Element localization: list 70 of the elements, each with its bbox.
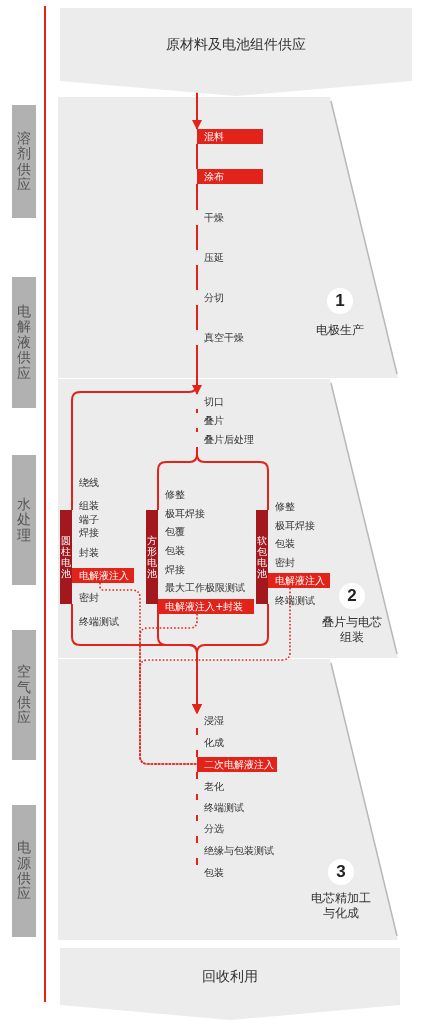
process-step: 密封 — [72, 590, 102, 605]
supply-bar: 溶剂供应 — [12, 105, 36, 218]
flow-line — [196, 446, 269, 511]
process-step: 终端测试 — [72, 614, 122, 629]
flow-line — [196, 749, 198, 758]
cell-type-bar: 圆柱电池 — [60, 510, 72, 604]
process-step: 浸湿 — [197, 713, 227, 728]
process-step: 极耳焊接 — [268, 518, 318, 533]
dotted-connector — [139, 613, 198, 765]
process-step: 修整 — [268, 499, 298, 514]
flow-line — [196, 304, 198, 331]
process-step: 老化 — [197, 779, 227, 794]
cell-type-bar: 软包电池 — [256, 510, 268, 604]
process-step: 组装 — [72, 498, 102, 513]
flow-line — [196, 224, 198, 251]
supply-bar: 电解液供应 — [12, 277, 36, 408]
process-step: 干燥 — [197, 210, 227, 225]
flow-line — [196, 408, 198, 414]
flow-arrow — [192, 91, 202, 130]
process-step: 焊接 — [158, 562, 188, 577]
highlighted-step: 电解液注入 — [268, 573, 330, 588]
process-step: 真空干燥 — [197, 330, 247, 345]
highlighted-step: 混料 — [197, 129, 263, 144]
highlighted-step: 涂布 — [197, 169, 263, 184]
process-step: 包装 — [158, 543, 188, 558]
flow-line — [196, 264, 198, 291]
flow-line — [196, 143, 198, 170]
stage-title: 叠片与电芯组装 — [321, 615, 383, 645]
process-step: 绕线 — [72, 475, 102, 490]
process-step: 端子焊接 — [72, 513, 106, 541]
flow-line — [196, 427, 198, 433]
flow-line — [196, 771, 198, 780]
process-step: 分切 — [197, 290, 227, 305]
highlighted-step: 电解液注入 — [72, 568, 134, 583]
flow-line — [196, 727, 198, 736]
process-step: 分选 — [197, 821, 227, 836]
process-step: 封装 — [72, 545, 102, 560]
supply-bar: 水处理 — [12, 455, 36, 585]
band-title: 回收利用 — [201, 967, 259, 986]
process-step: 化成 — [197, 735, 227, 750]
supply-bar: 空气供应 — [12, 630, 36, 760]
process-step: 包装 — [268, 536, 298, 551]
process-step: 修整 — [158, 487, 188, 502]
highlighted-step: 二次电解液注入 — [197, 757, 277, 772]
process-step: 密封 — [268, 555, 298, 570]
supply-bar: 电源供应 — [12, 805, 36, 937]
process-step: 包覆 — [158, 524, 188, 539]
flow-line — [196, 814, 198, 822]
flow-line — [196, 835, 198, 844]
dotted-connector — [139, 587, 291, 765]
band-title: 原材料及电池组件供应 — [165, 35, 307, 54]
process-step: 终端测试 — [268, 593, 318, 608]
dotted-connector — [99, 582, 198, 765]
process-step: 终端测试 — [197, 800, 247, 815]
flow-arrow — [192, 603, 269, 714]
cell-type-bar: 方形电池 — [146, 510, 158, 604]
process-step: 极耳焊接 — [158, 506, 208, 521]
stage-title: 电极生产 — [315, 323, 365, 338]
flow-line — [196, 793, 198, 801]
process-step: 最大工作极限测试 — [158, 580, 248, 595]
stage-title: 电芯精加工与化成 — [310, 891, 372, 921]
process-step: 绝缘与包装测试 — [197, 843, 277, 858]
process-step: 叠片后处理 — [197, 432, 257, 447]
process-step: 切口 — [197, 394, 227, 409]
process-step: 压延 — [197, 250, 227, 265]
flow-line — [196, 857, 198, 866]
process-step: 叠片 — [197, 413, 227, 428]
process-step: 包装 — [197, 865, 227, 880]
highlighted-step: 电解液注入+封装 — [158, 599, 254, 614]
flow-line — [196, 183, 198, 211]
